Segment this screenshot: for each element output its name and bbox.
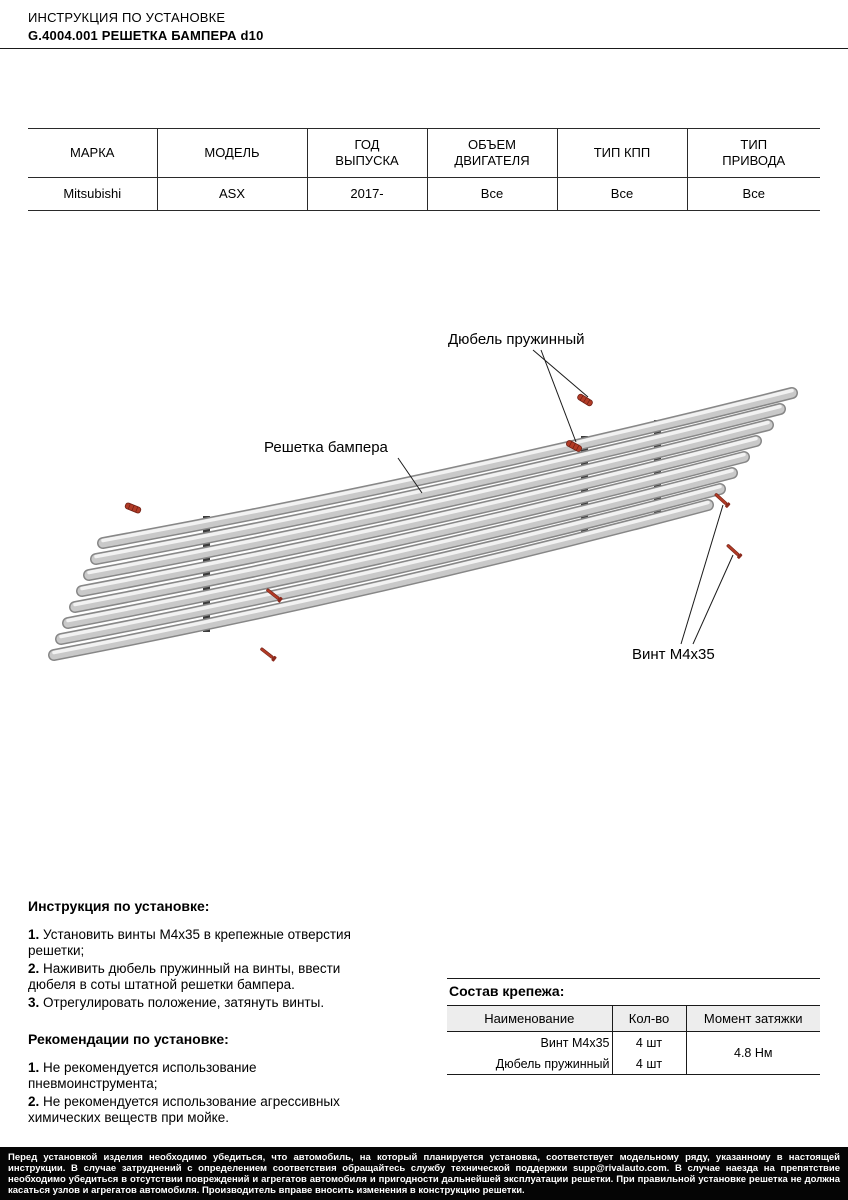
fastener-header-row: Наименование Кол-во Момент затяжки: [447, 1005, 820, 1032]
screw-graphic: [724, 542, 744, 560]
spec-gearbox-value: Все: [556, 177, 688, 211]
spec-header-gearbox: ТИП КПП: [556, 128, 688, 178]
fastener-qty: 4 шт: [611, 1053, 686, 1075]
grille-illustration-svg: [0, 349, 848, 663]
grille-callout-label: Решетка бампера: [264, 439, 388, 456]
step-number: 3.: [28, 995, 40, 1010]
spec-header-row: МАРКА МОДЕЛЬ ГОД ВЫПУСКА ОБЪЕМ ДВИГАТЕЛЯ…: [28, 128, 820, 178]
legal-footer-text: Перед установкой изделия необходимо убед…: [8, 1152, 840, 1196]
fastener-kit-section: Состав крепежа: Наименование Кол-во Моме…: [447, 978, 820, 1075]
spec-drive-value: Все: [686, 177, 820, 211]
document-header: ИНСТРУКЦИЯ ПО УСТАНОВКЕ G.4004.001 РЕШЕТ…: [28, 10, 264, 43]
step-text: Наживить дюбель пружинный на винты, ввес…: [28, 961, 341, 992]
instructions-title: Инструкция по установке:: [28, 898, 210, 914]
dowel-callout-label: Дюбель пружинный: [448, 331, 585, 348]
spec-header-drive: ТИП ПРИВОДА: [686, 128, 820, 178]
instruction-step: 1. Установить винты М4х35 в крепежные от…: [28, 927, 376, 959]
spring-dowel-graphic: [576, 392, 594, 408]
callout-line: [540, 349, 577, 443]
item-text: Не рекомендуется использование агрессивн…: [28, 1094, 340, 1125]
installation-instructions: Инструкция по установке: 1. Установить в…: [28, 898, 376, 1128]
fastener-kit-title: Состав крепежа:: [449, 983, 565, 999]
fastener-kit-table: Наименование Кол-во Момент затяжки Винт …: [447, 1005, 820, 1075]
spec-header-engine-label: ОБЪЕМ ДВИГАТЕЛЯ: [454, 137, 530, 168]
spec-year-value: 2017-: [306, 177, 428, 211]
fastener-row: Винт М4х35 4 шт 4.8 Нм: [447, 1031, 820, 1075]
spec-header-brand: МАРКА: [28, 128, 158, 178]
step-number: 2.: [28, 961, 40, 976]
header-divider: [0, 48, 848, 49]
spec-header-model-label: МОДЕЛЬ: [204, 145, 260, 161]
fastener-row: Дюбель пружинный 4 шт: [447, 1053, 820, 1075]
fastener-header-name: Наименование: [447, 1005, 612, 1032]
spec-model-value: ASX: [156, 177, 308, 211]
callout-line: [532, 349, 589, 398]
callout-line: [692, 554, 734, 645]
spec-header-year: ГОД ВЫПУСКА: [306, 128, 428, 178]
recommendations-title: Рекомендации по установке:: [28, 1031, 229, 1047]
spring-dowel-graphic: [124, 501, 142, 515]
callout-line: [680, 504, 724, 645]
vehicle-spec-table: МАРКА МОДЕЛЬ ГОД ВЫПУСКА ОБЪЕМ ДВИГАТЕЛЯ…: [28, 128, 820, 211]
step-text: Отрегулировать положение, затянуть винты…: [43, 995, 325, 1010]
step-number: 1.: [28, 927, 40, 942]
instruction-step: 3. Отрегулировать положение, затянуть ви…: [28, 995, 376, 1011]
item-number: 2.: [28, 1094, 40, 1109]
doc-type: ИНСТРУКЦИЯ ПО УСТАНОВКЕ: [28, 10, 226, 25]
grille-bracket: [203, 516, 210, 632]
fastener-header-qty: Кол-во: [611, 1005, 686, 1032]
fastener-qty: 4 шт: [611, 1031, 686, 1053]
callout-line: [397, 457, 423, 494]
grille-diagram: Дюбель пружинный Решетка бампера Винт М4…: [0, 300, 848, 700]
spec-engine-value: Все: [426, 177, 558, 211]
screw-callout-label: Винт М4х35: [632, 646, 715, 663]
fastener-name: Винт М4х35: [540, 1035, 610, 1050]
fastener-header-torque: Момент затяжки: [685, 1005, 820, 1032]
page-title: G.4004.001 РЕШЕТКА БАМПЕРА d10: [28, 28, 264, 43]
spec-header-model: МОДЕЛЬ: [156, 128, 308, 178]
spec-header-drive-label: ТИП ПРИВОДА: [722, 137, 786, 168]
callout-lines: [397, 349, 734, 645]
legal-footer: Перед установкой изделия необходимо убед…: [0, 1147, 848, 1200]
grille-tubes: [54, 391, 792, 656]
step-text: Установить винты М4х35 в крепежные отвер…: [28, 927, 351, 958]
spec-header-gearbox-label: ТИП КПП: [593, 145, 651, 161]
recommendation-item: 1. Не рекомендуется использование пневмо…: [28, 1060, 376, 1092]
spec-header-year-label: ГОД ВЫПУСКА: [335, 137, 399, 168]
fastener-name: Дюбель пружинный: [447, 1053, 612, 1075]
item-number: 1.: [28, 1060, 40, 1075]
instruction-step: 2. Наживить дюбель пружинный на винты, в…: [28, 961, 376, 993]
spec-header-brand-label: МАРКА: [70, 145, 115, 161]
spec-brand-value: Mitsubishi: [28, 177, 158, 211]
spec-header-engine: ОБЪЕМ ДВИГАТЕЛЯ: [426, 128, 558, 178]
item-text: Не рекомендуется использование пневмоинс…: [28, 1060, 257, 1091]
recommendation-item: 2. Не рекомендуется использование агресс…: [28, 1094, 376, 1126]
fastener-torque-value: 4.8 Нм: [685, 1031, 820, 1075]
screw-graphic: [258, 645, 278, 663]
spec-data-row: Mitsubishi ASX 2017- Все Все Все: [28, 177, 820, 211]
